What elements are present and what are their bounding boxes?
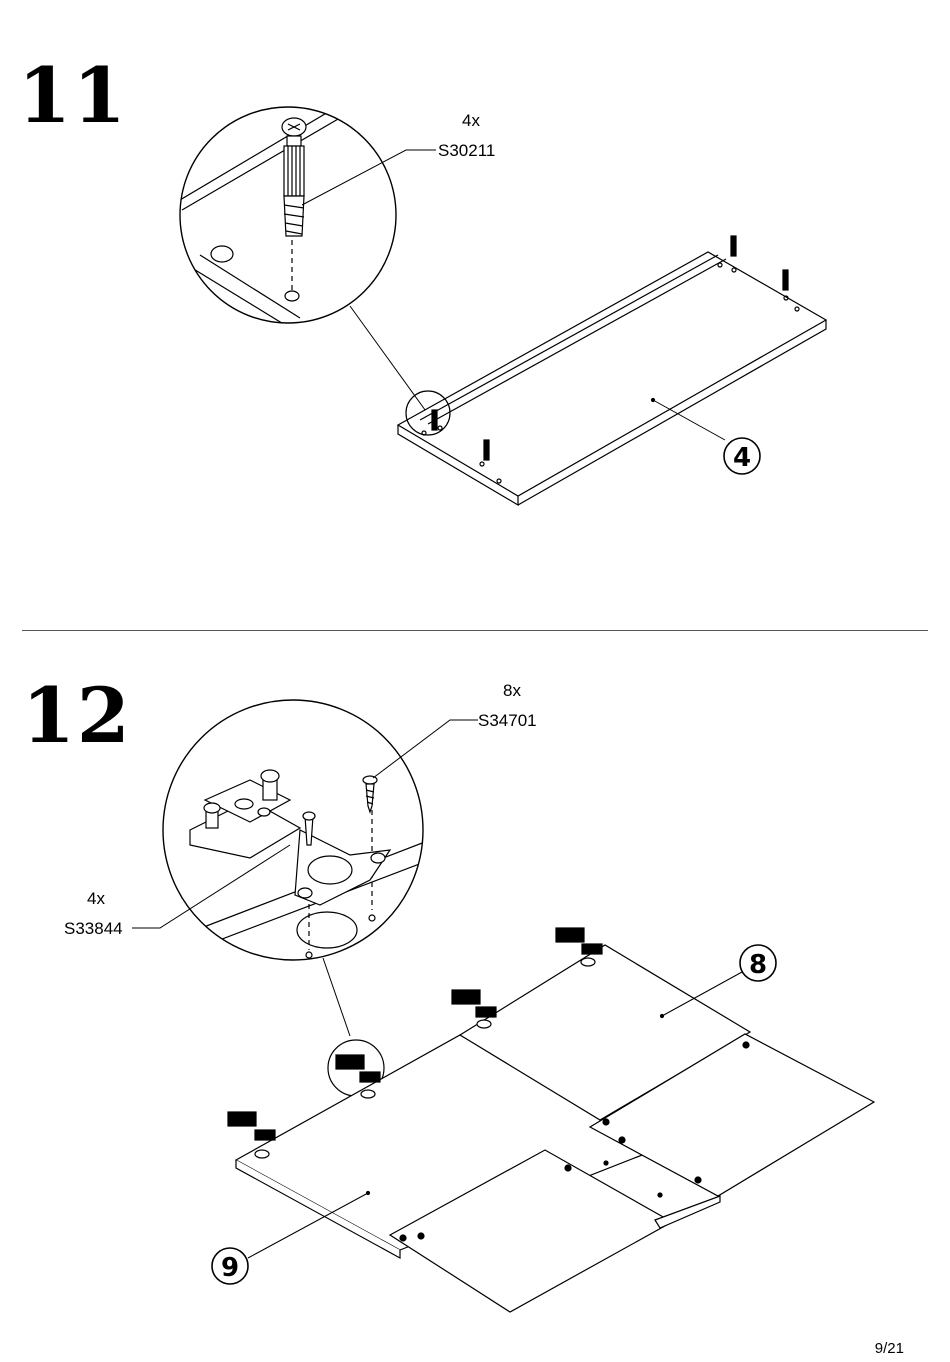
- panel-4: [398, 236, 826, 505]
- cam-bolt-icon: [282, 118, 306, 236]
- callout-number-4: 4: [733, 443, 751, 473]
- callout-number-8: 8: [749, 950, 767, 980]
- hinge-icon: [190, 770, 390, 905]
- callout-number-9: 9: [221, 1253, 239, 1283]
- screw-icon: [363, 776, 377, 812]
- page-number: 9/21: [875, 1340, 904, 1357]
